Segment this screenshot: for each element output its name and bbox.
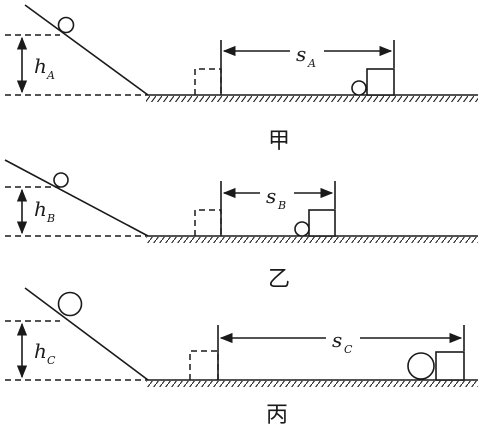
- incline-ramp: [24, 287, 149, 381]
- distance-subscript: A: [307, 57, 316, 70]
- ball-start: [57, 16, 75, 34]
- distance-subscript: B: [277, 199, 286, 212]
- height-symbol: h: [34, 197, 47, 221]
- ground-hatching: [146, 237, 478, 243]
- block-final-position: [435, 351, 465, 381]
- height-symbol: h: [34, 54, 47, 78]
- distance-label-mask: [260, 180, 294, 208]
- panel-c: h C s C 丙: [5, 287, 478, 428]
- block-initial-position: [194, 209, 222, 236]
- distance-symbol: s: [296, 42, 306, 66]
- height-subscript: C: [47, 354, 56, 367]
- height-symbol: h: [34, 339, 47, 363]
- block-initial-position: [189, 350, 219, 380]
- height-subscript: A: [46, 69, 55, 82]
- panel-b: h B s B 乙: [4, 159, 478, 292]
- incline-ramp: [4, 159, 149, 237]
- ball-final: [351, 80, 367, 96]
- block-final-position: [308, 209, 336, 237]
- distance-symbol: s: [266, 184, 276, 208]
- distance-subscript: C: [344, 343, 353, 356]
- ball-start: [57, 291, 83, 317]
- panel-caption: 乙: [268, 267, 290, 292]
- ground-hatching: [146, 96, 478, 102]
- ground-hatching: [146, 381, 478, 387]
- height-subscript: B: [46, 212, 55, 225]
- distance-symbol: s: [332, 328, 342, 352]
- panel-a: h A s A 甲: [5, 4, 478, 154]
- ball-final: [294, 221, 310, 237]
- incline-ramp: [24, 4, 149, 96]
- distance-label-mask: [290, 38, 324, 66]
- panel-caption: 丙: [266, 403, 288, 428]
- ball-start: [53, 172, 69, 188]
- block-final-position: [366, 68, 395, 96]
- ball-final: [407, 352, 435, 380]
- block-initial-position: [194, 68, 222, 95]
- distance-label-mask: [326, 324, 360, 352]
- panel-caption: 甲: [268, 129, 290, 154]
